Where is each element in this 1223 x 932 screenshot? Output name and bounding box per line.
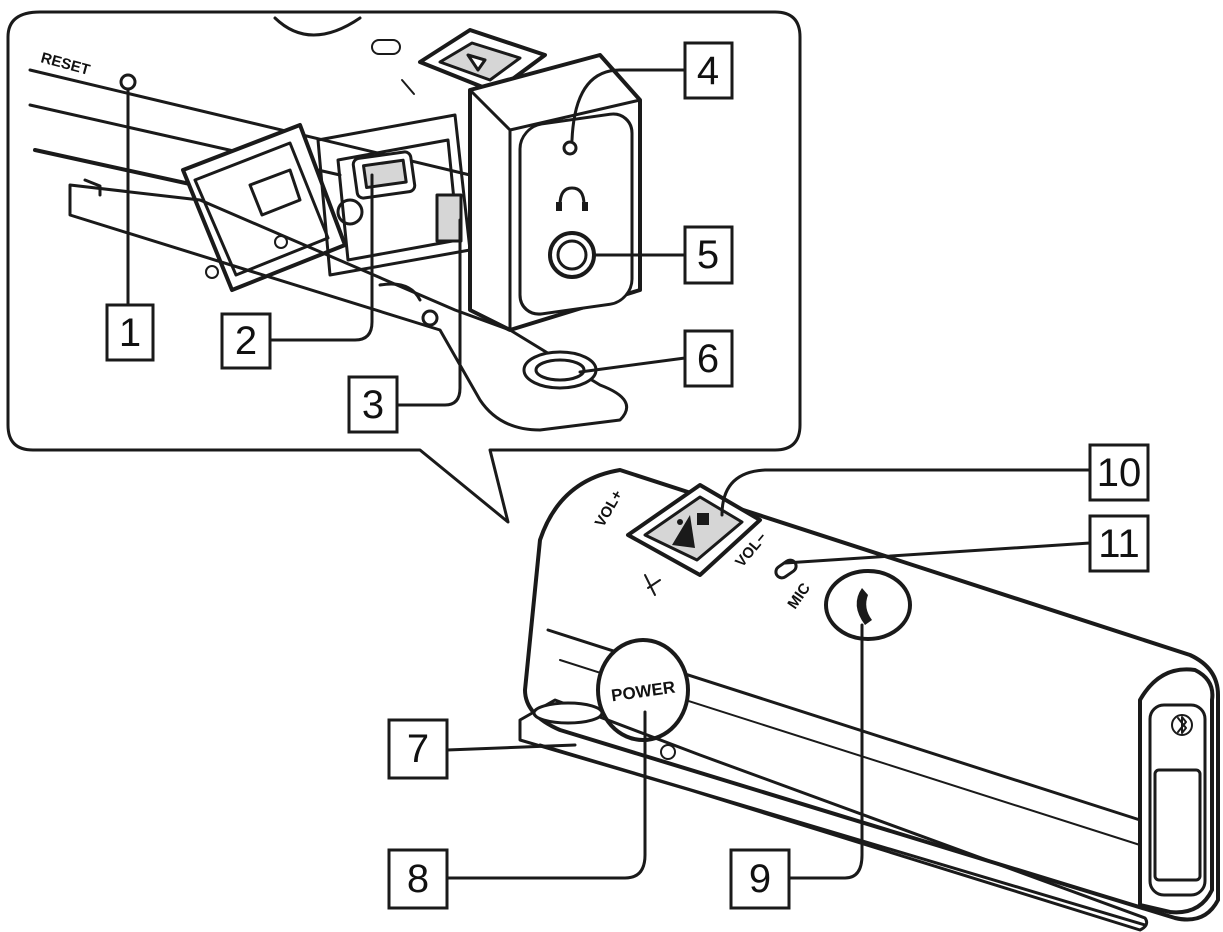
callout-5: 5 [683,225,734,285]
strap-hole-bottom [532,701,604,725]
callout-2: 2 [220,312,272,370]
main-clip [518,698,1149,932]
callout-7: 7 [387,718,449,780]
play-pause-icon [672,513,709,548]
callout-6: 6 [683,329,734,388]
leader-lines [126,68,1092,880]
reset-hole [119,73,137,91]
svg-text:6: 6 [697,337,719,381]
usb-port-recess [316,113,472,277]
vol-plus-label: VOL+ [592,487,627,530]
svg-text:2: 2 [235,319,257,363]
zoom-bubble [6,10,802,524]
svg-text:10: 10 [1097,451,1142,495]
callout-8: 8 [387,848,449,910]
svg-text:7: 7 [407,727,429,771]
play-pause-control[interactable] [626,483,762,577]
svg-text:3: 3 [362,383,384,427]
callout-1: 1 [105,303,155,362]
usb-cover-flap [181,123,347,292]
callout-3: 3 [347,375,399,434]
svg-text:11: 11 [1098,522,1140,566]
charge-lamp [562,140,578,156]
svg-text:8: 8 [407,857,429,901]
svg-text:9: 9 [749,857,771,901]
bluetooth-icon [1171,714,1193,736]
phone-handset-icon [856,588,872,625]
headphone-icon [556,186,588,211]
mic-label: MIC [784,580,814,612]
callout-11: 11 [1088,514,1150,573]
callout-9: 9 [729,848,791,910]
callout-4: 4 [683,41,734,100]
callout-10: 10 [1088,443,1150,502]
svg-text:5: 5 [697,233,719,277]
call-button[interactable] [824,569,912,641]
svg-text:1: 1 [119,311,141,355]
main-device: VOL+ VOL− MIC POWER [518,468,1220,932]
power-button[interactable]: POWER [596,638,690,742]
svg-text:4: 4 [697,49,719,93]
zoomed-device: VOL+ [28,16,642,432]
